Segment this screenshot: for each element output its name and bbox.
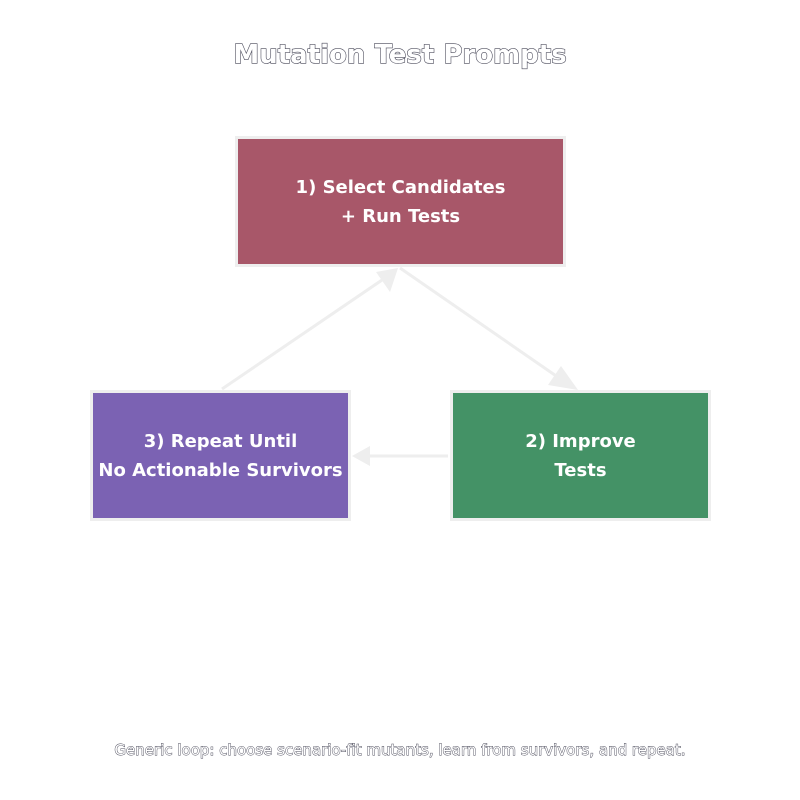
- step-repeat-until-node: 3) Repeat Until No Actionable Survivors: [90, 390, 351, 521]
- arrowhead-repeat-to-select: [376, 268, 398, 292]
- arrowhead-improve-to-repeat: [352, 446, 370, 466]
- step-repeat-line-1: 3) Repeat Until: [143, 430, 298, 452]
- step-improve-tests-node: 2) Improve Tests: [450, 390, 711, 521]
- arrowhead-select-to-improve: [548, 366, 578, 390]
- step-select-line-1: 1) Select Candidates: [295, 176, 506, 198]
- step-improve-line-2: Tests: [554, 459, 607, 481]
- step-select-line-2: + Run Tests: [340, 205, 461, 227]
- step-select-candidates-node: 1) Select Candidates + Run Tests: [235, 136, 566, 267]
- diagram-caption: Generic loop: choose scenario-fit mutant…: [114, 741, 686, 760]
- step-repeat-line-2: No Actionable Survivors: [98, 459, 343, 481]
- diagram-title: Mutation Test Prompts: [233, 39, 568, 70]
- edge-repeat-to-select: [221, 278, 383, 391]
- edge-select-to-improve: [399, 266, 563, 382]
- step-improve-line-1: 2) Improve: [525, 430, 636, 452]
